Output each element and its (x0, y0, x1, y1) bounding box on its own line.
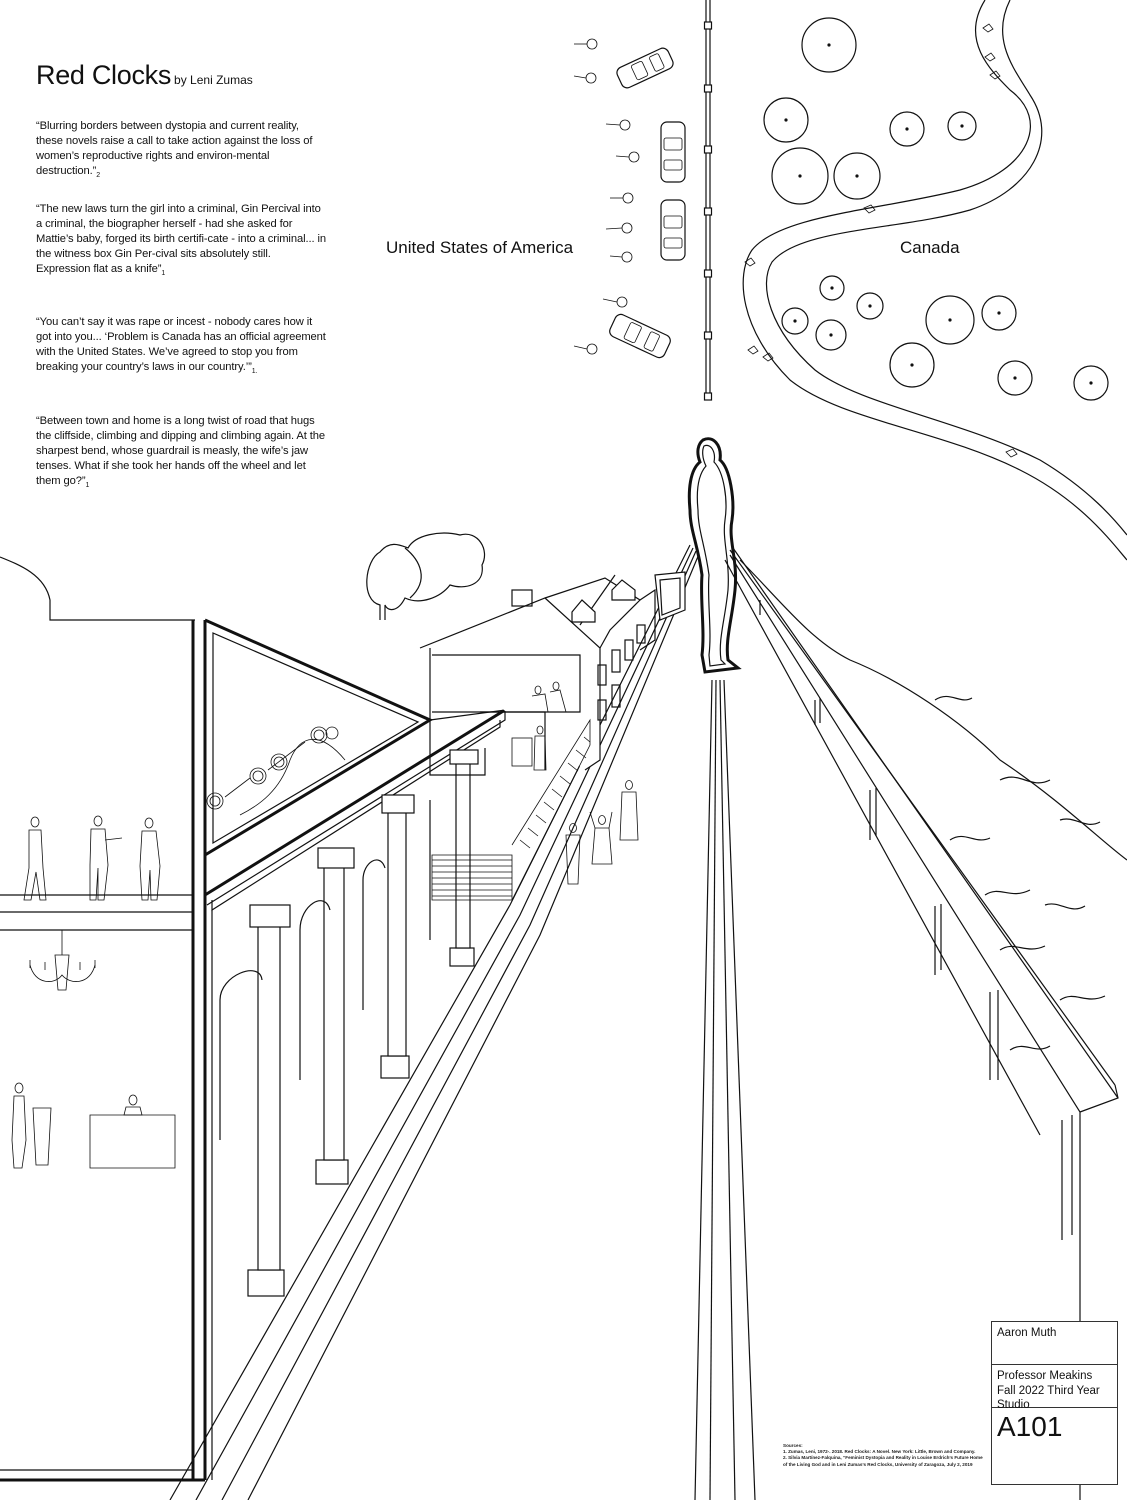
left-building-section (0, 620, 207, 1482)
colonnade (219, 749, 479, 1297)
title-block-author: Aaron Muth (992, 1322, 1117, 1365)
border-cars (609, 47, 686, 359)
author-byline: by Leni Zumas (174, 73, 253, 87)
road-center-lines (694, 679, 756, 1500)
quote-1-ref: 2 (96, 172, 101, 180)
quote-4-ref: 1 (85, 482, 90, 490)
quote-2-ref: 1 (161, 270, 166, 278)
source-2: 2. Silvia Martínez-Falquina, “Feminist D… (783, 1455, 983, 1467)
title-block-course: Professor Meakins Fall 2022 Third Year S… (992, 1365, 1117, 1411)
title-block-sheet-number: A101 (997, 1411, 1063, 1442)
quote-3-text: “You can’t say it was rape or incest - n… (36, 316, 326, 373)
standing-figure (687, 437, 742, 674)
book-title: Red Clocks (36, 60, 172, 90)
quote-2-text: “The new laws turn the girl into a crimi… (36, 203, 326, 275)
guardrail (724, 547, 1119, 1500)
label-usa: United States of America (386, 238, 574, 257)
quote-2: “The new laws turn the girl into a crimi… (36, 202, 328, 281)
cornice (203, 708, 506, 1480)
water-waves (739, 559, 1127, 1051)
river-figures (744, 23, 1018, 458)
quote-4: “Between town and home is a long twist o… (36, 414, 328, 493)
sources-list: Sources: 1. Zumas, Leni, 1972-. 2018. Re… (783, 1443, 988, 1468)
quote-3: “You can’t say it was rape or incest - n… (36, 315, 328, 379)
river (742, 0, 1127, 561)
source-1: 1. Zumas, Leni, 1972-. 2018. Red Clocks:… (783, 1449, 976, 1455)
title-block: Aaron Muth Professor Meakins Fall 2022 T… (991, 1321, 1118, 1485)
background-trees (366, 532, 486, 620)
townhouses (419, 571, 686, 776)
quote-4-text: “Between town and home is a long twist o… (36, 415, 326, 487)
label-canada: Canada (900, 238, 960, 257)
sources-heading: Sources: (783, 1443, 803, 1448)
quote-3-ref: 1. (251, 368, 258, 376)
border-people (573, 38, 640, 355)
cliff-edge-left (0, 556, 195, 621)
stair-ramp (431, 718, 591, 901)
border-line (703, 0, 713, 401)
quote-1: “Blurring borders between dystopia and c… (36, 119, 328, 183)
trees (763, 17, 1109, 401)
quote-1-text: “Blurring borders between dystopia and c… (36, 120, 313, 177)
attic-roof (203, 618, 434, 858)
crowd-figures (565, 780, 639, 885)
road-curb-left (169, 544, 700, 1500)
